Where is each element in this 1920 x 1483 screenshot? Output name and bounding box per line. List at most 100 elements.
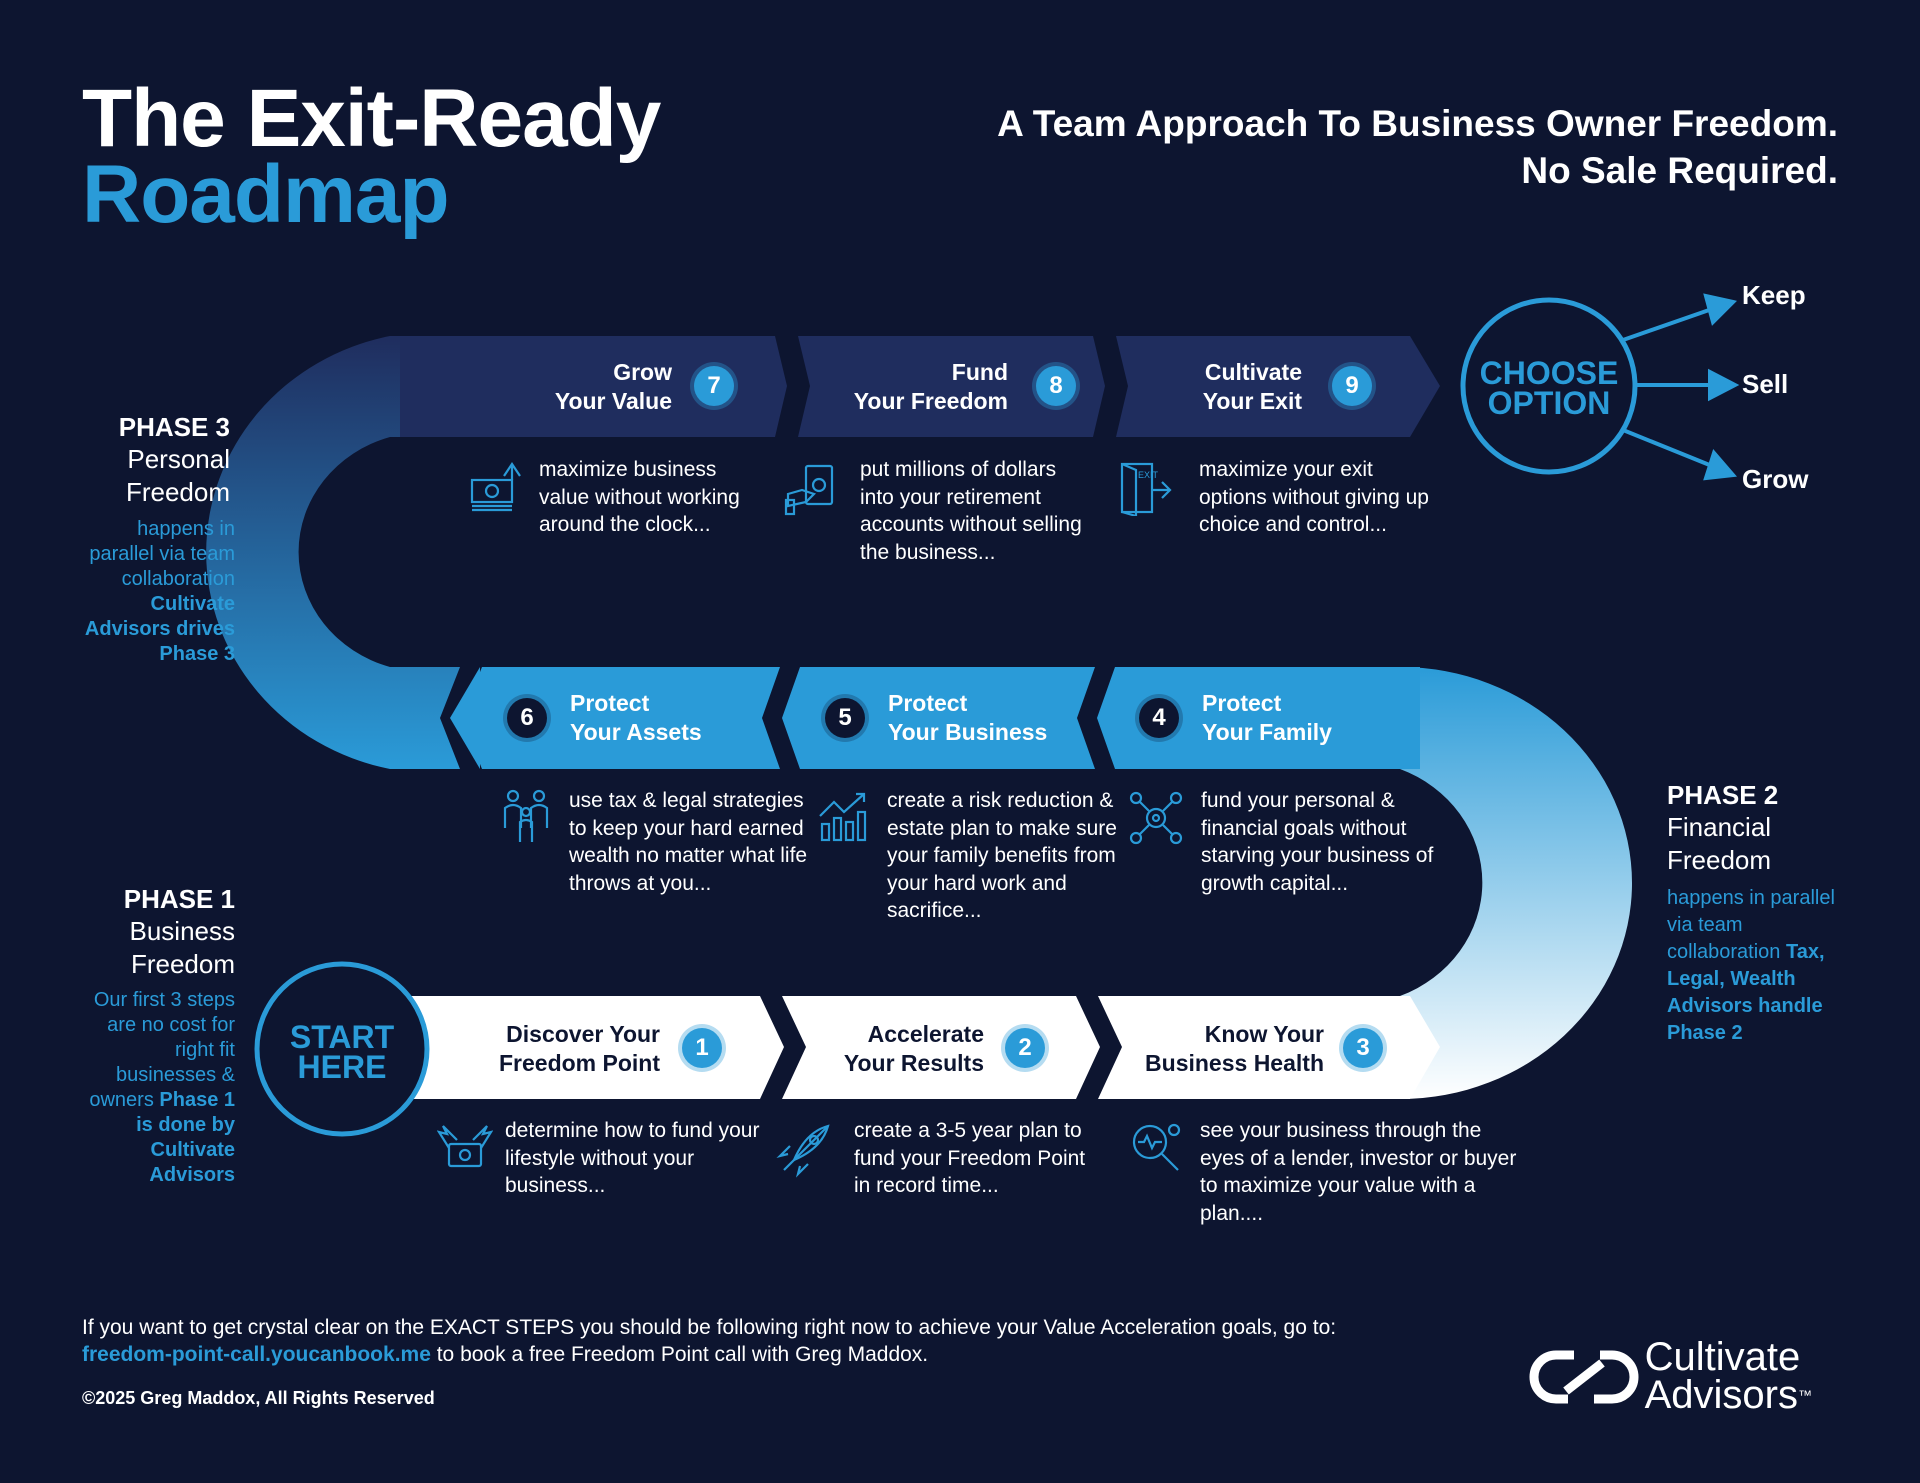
choose-line1: CHOOSE xyxy=(1479,355,1619,391)
phase3-note-text: happens in parallel via team collaborati… xyxy=(89,518,235,590)
middle-band xyxy=(460,667,1420,769)
subtitle-line2: No Sale Required. xyxy=(1521,150,1838,191)
money-hand-icon xyxy=(784,464,834,516)
step6-title-2: Your Assets xyxy=(570,719,702,745)
step2-title: Accelerate Your Results xyxy=(800,1020,984,1078)
phase1-name1: Business xyxy=(129,916,236,946)
start-line2: HERE xyxy=(297,1049,387,1085)
step6-title-1: Protect xyxy=(570,690,650,716)
step5-title-1: Protect xyxy=(888,690,968,716)
title-line1: The Exit-Ready xyxy=(82,73,661,164)
step1-badge: 1 xyxy=(682,1028,722,1068)
choose-label: CHOOSE OPTION xyxy=(1469,355,1629,421)
chart-growth-icon xyxy=(819,792,867,842)
phase1-note-text: Our first 3 steps are no cost for right … xyxy=(89,989,235,1111)
choose-line2: OPTION xyxy=(1487,385,1611,421)
step7-title: Grow Your Value xyxy=(500,358,672,416)
step4-badge: 4 xyxy=(1139,698,1179,738)
step1-title-1: Discover Your xyxy=(506,1021,660,1047)
step1-title: Discover Your Freedom Point xyxy=(460,1020,660,1078)
step9-badge: 9 xyxy=(1332,366,1372,406)
title-line2: Roadmap xyxy=(82,149,450,240)
option-sell: Sell xyxy=(1742,369,1789,399)
footer-text-after: to book a free Freedom Point call with G… xyxy=(430,1343,929,1366)
phase3-head: PHASE 3 xyxy=(118,412,230,442)
step8-title: Fund Your Freedom xyxy=(800,358,1008,416)
step2-title-1: Accelerate xyxy=(867,1021,984,1047)
left-curve xyxy=(206,336,480,769)
step3-desc: see your business through the eyes of a … xyxy=(1200,1119,1517,1225)
step2-desc: create a 3-5 year plan to fund your Free… xyxy=(854,1119,1086,1197)
step4-title-1: Protect xyxy=(1202,690,1282,716)
logo-text: Cultivate Advisors™ xyxy=(1644,1335,1812,1417)
step9-title-2: Your Exit xyxy=(1202,388,1302,414)
svg-text:EXIT: EXIT xyxy=(1138,470,1159,480)
rocket-icon xyxy=(776,1124,830,1178)
copyright: ©2025 Greg Maddox, All Rights Reserved xyxy=(82,1388,435,1408)
step5-desc: create a risk reduction & estate plan to… xyxy=(887,789,1117,922)
magnifier-gear-icon xyxy=(1132,1123,1181,1171)
right-curve xyxy=(1390,667,1632,1099)
phase3-block: PHASE 3 Personal Freedom xyxy=(30,412,230,509)
step1-desc: determine how to fund your lifestyle wit… xyxy=(505,1119,760,1197)
booking-link[interactable]: freedom-point-call.youcanbook.me xyxy=(82,1343,431,1366)
phase3-name2: Freedom xyxy=(125,477,230,507)
step3-title: Know Your Business Health xyxy=(1110,1020,1324,1078)
phase2-block: PHASE 2 Financial Freedom xyxy=(1667,780,1867,877)
step5-title-2: Your Business xyxy=(888,719,1048,745)
footer-text-before: If you want to get crystal clear on the … xyxy=(82,1316,1337,1339)
start-circle xyxy=(254,961,430,1137)
step5-title: Protect Your Business xyxy=(888,689,1088,747)
logo-line2-text: Advisors xyxy=(1644,1373,1798,1417)
step3-title-1: Know Your xyxy=(1204,1021,1324,1047)
logo-line2: Advisors™ xyxy=(1644,1373,1812,1417)
start-line1: START xyxy=(289,1019,395,1055)
step2-title-2: Your Results xyxy=(843,1050,984,1076)
start-label[interactable]: START HERE xyxy=(262,1019,422,1085)
step8-desc: put millions of dollars into your retire… xyxy=(860,458,1082,564)
step2-badge: 2 xyxy=(1005,1028,1045,1068)
step9-title-1: Cultivate xyxy=(1204,359,1302,385)
step9-title: Cultivate Your Exit xyxy=(1140,358,1302,416)
step9-desc: maximize your exit options without givin… xyxy=(1199,458,1429,536)
step4-title-2: Your Family xyxy=(1202,719,1332,745)
step6-desc: use tax & legal strategies to keep your … xyxy=(569,789,808,895)
step6-badge: 6 xyxy=(507,698,547,738)
phase1-note-bold: Phase 1 is done by Cultivate Advisors xyxy=(136,1089,235,1186)
step1-title-2: Freedom Point xyxy=(498,1050,660,1076)
phase1-name2: Freedom xyxy=(130,949,235,979)
phase2-name2: Freedom xyxy=(1667,845,1772,875)
step5-badge: 5 xyxy=(825,698,865,738)
phase3-note: happens in parallel via team collaborati… xyxy=(82,517,235,667)
step8-title-2: Your Freedom xyxy=(853,388,1008,414)
option-keep: Keep xyxy=(1742,280,1806,310)
phase1-head: PHASE 1 xyxy=(123,884,235,914)
phase1-note: Our first 3 steps are no cost for right … xyxy=(82,988,235,1188)
subtitle: A Team Approach To Business Owner Freedo… xyxy=(997,100,1838,194)
step8-title-1: Fund xyxy=(951,359,1008,385)
step3-badge: 3 xyxy=(1343,1028,1383,1068)
subtitle-line1: A Team Approach To Business Owner Freedo… xyxy=(997,103,1838,144)
step8-badge: 8 xyxy=(1036,366,1076,406)
phase2-head: PHASE 2 xyxy=(1667,780,1779,810)
option-grow: Grow xyxy=(1742,464,1809,494)
step7-desc: maximize business value without working … xyxy=(539,458,740,536)
step6-title: Protect Your Assets xyxy=(570,689,770,747)
logo-line1: Cultivate xyxy=(1644,1335,1801,1379)
step7-title-1: Grow xyxy=(613,359,672,385)
footer-text: If you want to get crystal clear on the … xyxy=(82,1314,1342,1368)
step4-title: Protect Your Family xyxy=(1202,689,1402,747)
phase1-block: PHASE 1 Business Freedom xyxy=(35,884,235,981)
top-band xyxy=(400,336,1400,437)
exit-door-icon: EXIT xyxy=(1120,462,1172,516)
phase2-note: happens in parallel via team collaborati… xyxy=(1667,885,1852,1047)
step4-desc: fund your personal & financial goals wit… xyxy=(1201,789,1434,895)
money-wings-icon xyxy=(437,1125,493,1168)
step7-title-2: Your Value xyxy=(554,388,672,414)
cultivate-logo-icon xyxy=(1529,1350,1639,1404)
gear-network-icon xyxy=(1129,791,1183,845)
phase3-name1: Personal xyxy=(127,444,230,474)
phase3-note-bold: Cultivate Advisors drives Phase 3 xyxy=(84,593,235,665)
logo-tm: ™ xyxy=(1798,1387,1812,1403)
